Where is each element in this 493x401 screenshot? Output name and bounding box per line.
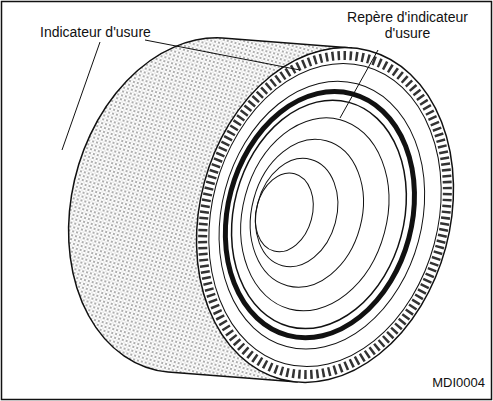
sidewall-ring: [190, 58, 454, 372]
tire-sidewall: [160, 18, 489, 401]
leader-line: [340, 50, 378, 118]
rim-ring: [207, 80, 431, 348]
leader-line: [62, 42, 100, 150]
rim-well: [220, 101, 410, 328]
sidewall-edge: [176, 37, 474, 393]
rim-ring: [199, 70, 441, 359]
part-label: Indicateur d'usure: [40, 24, 190, 40]
leader-line: [145, 40, 300, 70]
figure-code: MDI0004: [395, 376, 485, 391]
part-label: Repère d'indicateur d'usure: [330, 9, 485, 41]
hub: [244, 149, 350, 276]
hub: [247, 166, 322, 258]
tire: [32, 0, 489, 401]
tread-blocks: [168, 28, 482, 401]
rim-well: [234, 127, 379, 300]
